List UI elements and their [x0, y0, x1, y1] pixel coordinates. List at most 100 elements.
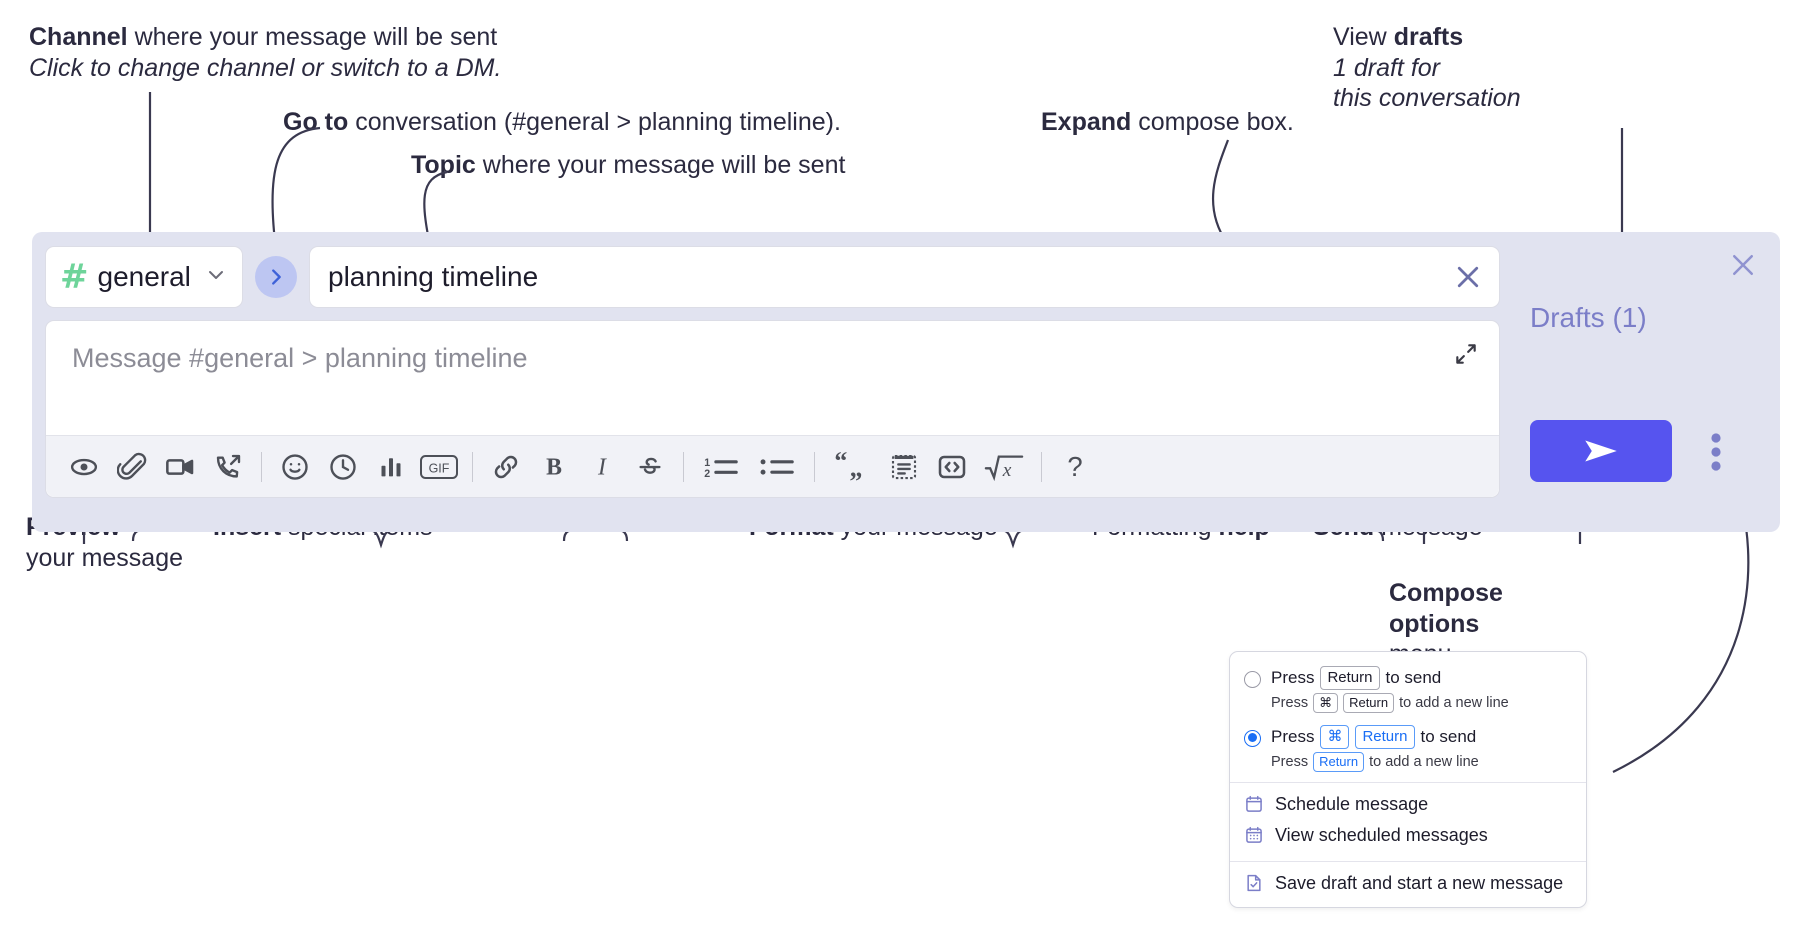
calendar-clock-icon [1244, 794, 1264, 814]
code-icon[interactable] [928, 443, 976, 491]
annotation-expand-bold: Expand [1041, 108, 1132, 136]
annotation-channel: Channel where your message will be sent … [29, 22, 501, 83]
toolbar-divider [683, 451, 684, 482]
blockquote-icon[interactable]: “„ [824, 443, 880, 491]
annotation-channel-rest: where your message will be sent [127, 23, 498, 51]
gif-icon[interactable]: GIF [415, 443, 463, 491]
clock-icon[interactable] [319, 443, 367, 491]
drafts-link[interactable]: Drafts (1) [1530, 302, 1647, 333]
opt0-sub-word0: Press [1271, 695, 1309, 712]
opt1-sub-word0: Press [1271, 753, 1309, 770]
channel-name: general [97, 261, 191, 292]
bulleted-list-icon[interactable] [749, 443, 805, 491]
annotation-goto-rest: conversation (#general > planning timeli… [348, 108, 841, 136]
strikethrough-icon[interactable] [626, 443, 674, 491]
opt0-word2: to send [1385, 668, 1442, 688]
opt1-sub-key-return: Return [1313, 752, 1365, 772]
option-press-return-to-send[interactable]: Press Return to send Press ⌘ Return to a… [1230, 662, 1586, 713]
opt0-key-return: Return [1320, 666, 1380, 691]
svg-text:x: x [1002, 460, 1012, 481]
option-sub-text: Press Return to add a new line [1271, 749, 1479, 772]
toolbar-divider [814, 451, 815, 482]
opt1-sub-word2: to add a new line [1369, 753, 1479, 770]
link-icon[interactable] [482, 443, 530, 491]
option-main-text: Press Return to send [1271, 666, 1509, 691]
toolbar-divider [472, 451, 473, 482]
message-input-box[interactable]: Message #general > planning timeline [45, 320, 1500, 498]
close-icon[interactable] [1728, 250, 1758, 285]
svg-text:?: ? [1067, 452, 1082, 482]
svg-text:„: „ [850, 453, 863, 482]
eye-icon[interactable] [60, 443, 108, 491]
paperclip-icon[interactable] [108, 443, 156, 491]
menu-divider [1230, 781, 1586, 783]
option-main-text: Press ⌘ Return to send [1271, 724, 1479, 750]
save-draft-icon [1244, 873, 1264, 893]
code-block-icon[interactable] [880, 443, 928, 491]
menu-item-label: View scheduled messages [1275, 824, 1488, 845]
annotation-preview-rest: your message [26, 543, 184, 572]
compose-options-menu: Press Return to send Press ⌘ Return to a… [1229, 651, 1587, 908]
annotation-topic-rest: where your message will be sent [475, 151, 846, 179]
topic-field[interactable]: planning timeline [309, 246, 1500, 308]
annotation-channel-italic: Click to change channel or switch to a D… [29, 53, 502, 82]
annotation-drafts-italic1: 1 draft for [1333, 53, 1440, 82]
option-sub-text: Press ⌘ Return to add a new line [1271, 690, 1509, 713]
bold-icon[interactable]: B [530, 443, 578, 491]
annotation-drafts-bold: drafts [1393, 23, 1464, 51]
opt0-word0: Press [1271, 668, 1315, 688]
expand-icon[interactable] [1453, 341, 1479, 372]
menu-item-view-scheduled-messages[interactable]: View scheduled messages [1230, 820, 1586, 851]
menu-item-label: Schedule message [1275, 793, 1429, 814]
menu-item-save-draft[interactable]: Save draft and start a new message [1230, 868, 1586, 899]
toolbar-divider [261, 451, 262, 482]
annotation-topic-bold: Topic [411, 151, 476, 179]
opt0-sub-key-cmd: ⌘ [1313, 693, 1339, 713]
option-press-cmd-return-to-send[interactable]: Press ⌘ Return to send Press Return to a… [1230, 721, 1586, 772]
math-icon[interactable]: x [976, 443, 1032, 491]
annotation-drafts: View drafts 1 draft for this conversatio… [1333, 22, 1521, 114]
annotation-goto: Go to conversation (#general > planning … [283, 107, 841, 138]
video-camera-icon[interactable] [156, 443, 204, 491]
chevron-down-icon [204, 263, 228, 292]
annotation-expand: Expand compose box. [1041, 107, 1294, 138]
formatting-toolbar: GIF B I [46, 435, 1499, 497]
opt1-key-cmd: ⌘ [1320, 724, 1350, 750]
question-mark-icon[interactable]: ? [1051, 443, 1099, 491]
smiley-icon[interactable] [271, 443, 319, 491]
compose-panel: # general planning timeline M [32, 232, 1780, 532]
svg-text:“: “ [834, 452, 847, 475]
annotation-drafts-plain: View [1333, 23, 1394, 51]
opt0-sub-key-return: Return [1343, 693, 1395, 713]
radio-selected[interactable] [1244, 729, 1261, 747]
send-button[interactable] [1530, 420, 1672, 482]
menu-item-schedule-message[interactable]: Schedule message [1230, 789, 1586, 820]
svg-text:GIF: GIF [429, 461, 450, 475]
radio-unselected[interactable] [1244, 671, 1261, 688]
opt0-sub-word3: to add a new line [1399, 695, 1509, 712]
svg-text:2: 2 [704, 468, 710, 480]
compose-options-kebab-icon[interactable] [1710, 432, 1722, 477]
menu-item-label: Save draft and start a new message [1275, 872, 1564, 893]
annotation-expand-rest: compose box. [1131, 108, 1294, 136]
annotation-topic: Topic where your message will be sent [411, 150, 845, 181]
goto-conversation-button[interactable] [255, 256, 297, 298]
clear-topic-icon[interactable] [1453, 262, 1483, 292]
hash-icon: # [60, 257, 89, 297]
annotation-compose-options-bold2: options [1389, 609, 1480, 638]
message-placeholder: Message #general > planning timeline [72, 343, 528, 373]
opt1-word3: to send [1420, 726, 1477, 746]
toolbar-divider [1041, 451, 1042, 482]
channel-selector[interactable]: # general [45, 246, 243, 308]
svg-text:1: 1 [704, 456, 710, 468]
calendar-grid-icon [1244, 825, 1264, 845]
italic-icon[interactable]: I [578, 443, 626, 491]
phone-forward-icon[interactable] [204, 443, 252, 491]
bar-chart-icon[interactable] [367, 443, 415, 491]
opt1-word0: Press [1271, 726, 1315, 746]
svg-text:I: I [597, 454, 607, 480]
annotation-goto-bold: Go to [283, 108, 349, 136]
topic-value: planning timeline [328, 261, 539, 292]
